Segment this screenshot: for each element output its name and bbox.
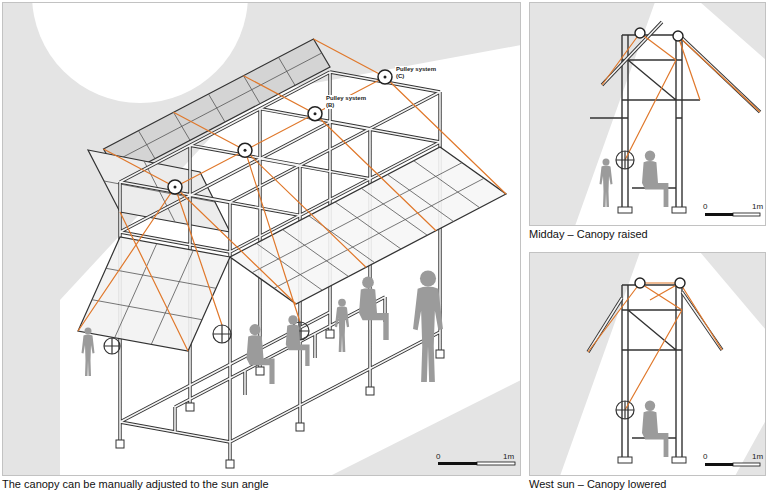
shelter-drawing xyxy=(78,39,515,468)
pulley-axle xyxy=(174,76,387,189)
scale-bar xyxy=(438,462,477,465)
callout-label: Pulley system (C) xyxy=(395,66,443,80)
scale-number: 1m xyxy=(503,452,514,461)
pulley-cable xyxy=(588,283,722,410)
panel-caption: Midday – Canopy raised xyxy=(529,228,648,241)
frame xyxy=(622,285,682,457)
callout-label: Pulley system (B) xyxy=(325,95,373,109)
canopy-grid xyxy=(112,53,322,163)
panel-frame: The canopy can be manually adjusted to t… xyxy=(2,2,521,476)
sunlight xyxy=(575,2,766,226)
panel-frame: West sun – Canopy lowered xyxy=(529,252,766,476)
canopy xyxy=(602,22,662,85)
scale-bar xyxy=(705,463,733,466)
sunlight xyxy=(60,45,521,476)
panel-caption: The canopy can be manually adjusted to t… xyxy=(2,478,269,491)
scale-bar xyxy=(733,213,760,216)
main-ground xyxy=(2,2,521,476)
end-panel xyxy=(78,237,230,351)
pulley-cable xyxy=(78,39,506,351)
canopy xyxy=(588,298,622,352)
elevation-raised xyxy=(590,22,760,216)
panel-ground xyxy=(529,2,766,226)
sunlight xyxy=(560,252,766,476)
pulley xyxy=(168,70,392,194)
scale-number: 0 xyxy=(436,452,440,461)
crank-wheel xyxy=(616,151,634,169)
canopy xyxy=(602,22,662,85)
elevation-lowered xyxy=(588,278,760,466)
people xyxy=(642,401,668,457)
scale-number: 1m xyxy=(752,202,763,211)
pulley-cable xyxy=(602,33,760,160)
top-ground xyxy=(529,2,766,226)
bottom-ground xyxy=(529,252,766,476)
people xyxy=(600,151,669,207)
people xyxy=(82,270,443,384)
footings xyxy=(618,207,686,213)
crank-wheel xyxy=(616,401,634,419)
canopy xyxy=(588,298,622,352)
panel-caption: West sun – Canopy lowered xyxy=(529,478,666,491)
canopy-grid xyxy=(252,161,484,291)
scale-number: 0 xyxy=(703,202,707,211)
sun xyxy=(32,2,248,103)
canopy-grid xyxy=(92,244,216,345)
panel-ground xyxy=(529,252,766,476)
footings xyxy=(116,330,444,468)
pulley xyxy=(635,278,685,288)
panel-frame: Midday – Canopy raised xyxy=(529,2,766,226)
scale-number: 0 xyxy=(703,452,707,461)
scale-bar xyxy=(705,213,733,216)
crank-wheel xyxy=(104,322,309,354)
footings xyxy=(618,457,686,463)
scale-number: 1m xyxy=(752,452,763,461)
scale-bar xyxy=(477,462,515,465)
scale-bar xyxy=(733,463,760,466)
back-canopy xyxy=(104,39,331,177)
pulley xyxy=(635,28,683,41)
